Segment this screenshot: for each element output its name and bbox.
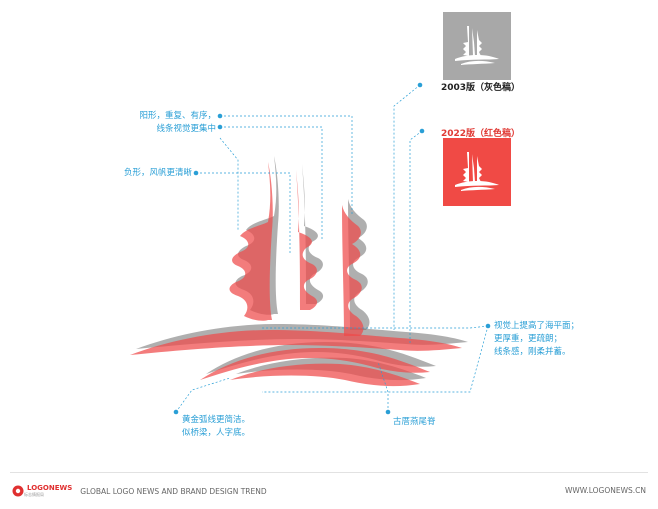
logo-2022-thumbnail [443, 138, 511, 206]
version-2022-label: 2022版（红色稿） [441, 129, 521, 139]
footer-website: WWW.LOGONEWS.CN [564, 486, 646, 495]
footer-divider [10, 472, 648, 473]
logo-mark-white-icon [455, 152, 499, 191]
spire-middle-gray [302, 164, 324, 304]
brand-name: LOGONEWS [27, 484, 73, 492]
leader-dots [173, 82, 491, 415]
annotation-yin-form: 阳形，重复、有序， 线条视觉更集中 [139, 111, 216, 134]
spire-right-gray [348, 199, 370, 330]
logo-2022-overlay [130, 162, 462, 387]
footer-tagline: GLOBAL LOGO NEWS AND BRAND DESIGN TREND [80, 486, 267, 496]
annotation-negative-form: 负形，风帆更清晰 [123, 168, 192, 178]
logonews-mark-icon [12, 485, 24, 497]
annotation-swallow-tail: 古厝燕尾脊 [393, 417, 436, 427]
footer-left: LOGONEWS 标志情报局 GLOBAL LOGO NEWS AND BRAN… [12, 485, 267, 497]
logo-2003-thumbnail [443, 12, 511, 80]
annotation-sea-level: 视觉上提高了海平面； 更厚重，更疏朗； 线条感，刚柔并蓄。 [494, 321, 580, 357]
brand-logo: LOGONEWS 标志情报局 [12, 485, 72, 497]
spire-left-red [229, 162, 273, 321]
logo-mark-white-icon [455, 26, 499, 65]
annotation-golden-arc: 黄金弧线更简洁。 似桥梁，人字底。 [182, 415, 251, 438]
brand-subtitle: 标志情报局 [24, 492, 44, 497]
leader-lines [175, 84, 489, 413]
version-2003-label: 2003版（灰色稿） [441, 83, 521, 93]
